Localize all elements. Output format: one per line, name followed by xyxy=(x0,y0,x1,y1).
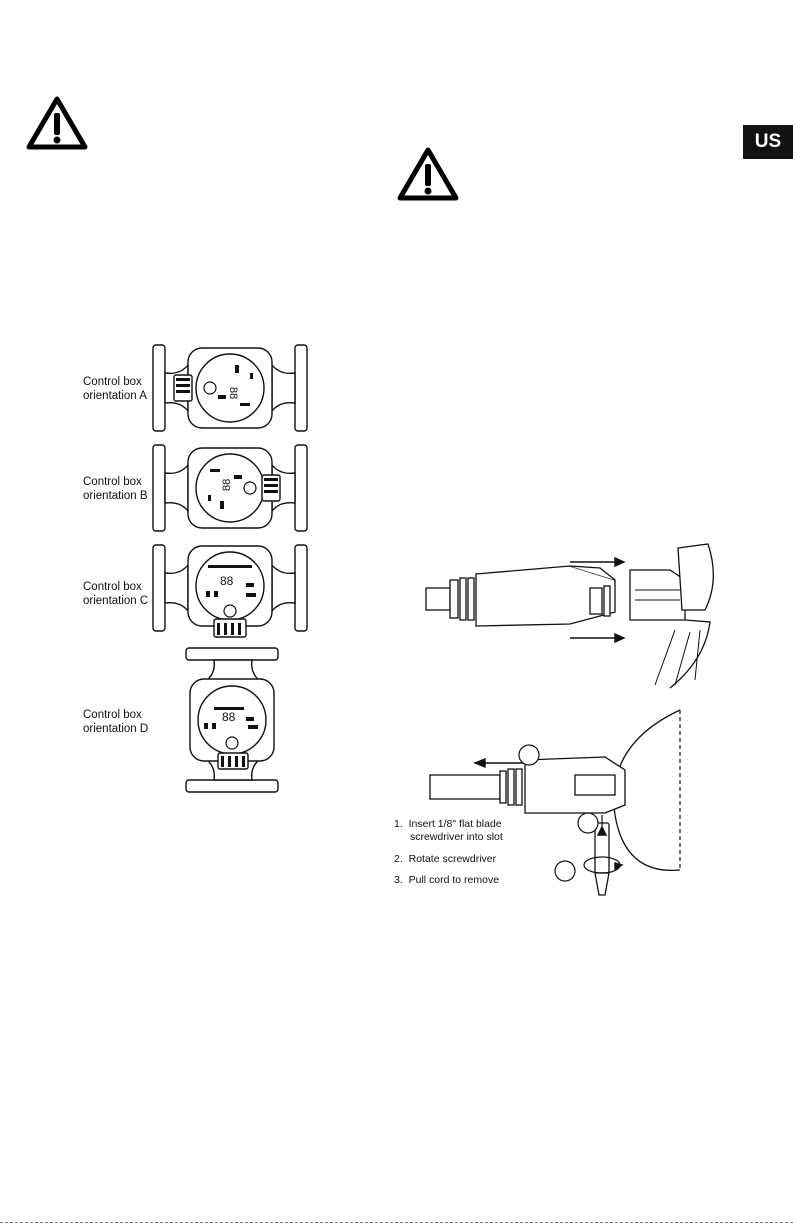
warning-triangle-icon-2 xyxy=(396,146,460,202)
pump-orientation-c-illustration: 88 xyxy=(150,543,310,643)
connector-insertion-illustration xyxy=(420,540,720,690)
step-3: 3. Pull cord to remove xyxy=(394,874,499,887)
display-digits: 88 xyxy=(220,574,234,588)
display-digits: 88 xyxy=(221,479,233,491)
cut-line-divider xyxy=(0,1222,793,1223)
pump-orientation-b-illustration: 88 xyxy=(150,443,310,533)
display-digits: 88 xyxy=(227,387,239,399)
step-2: 2. Rotate screwdriver xyxy=(394,853,496,866)
step-1: 1. Insert 1/8" flat blade screwdriver in… xyxy=(394,818,503,844)
warning-triangle-icon xyxy=(25,95,89,151)
pump-orientation-a-illustration: 88 xyxy=(150,343,310,433)
pump-orientation-d-illustration: 88 xyxy=(180,645,285,795)
language-badge: US xyxy=(743,125,793,159)
display-digits: 88 xyxy=(222,710,236,724)
